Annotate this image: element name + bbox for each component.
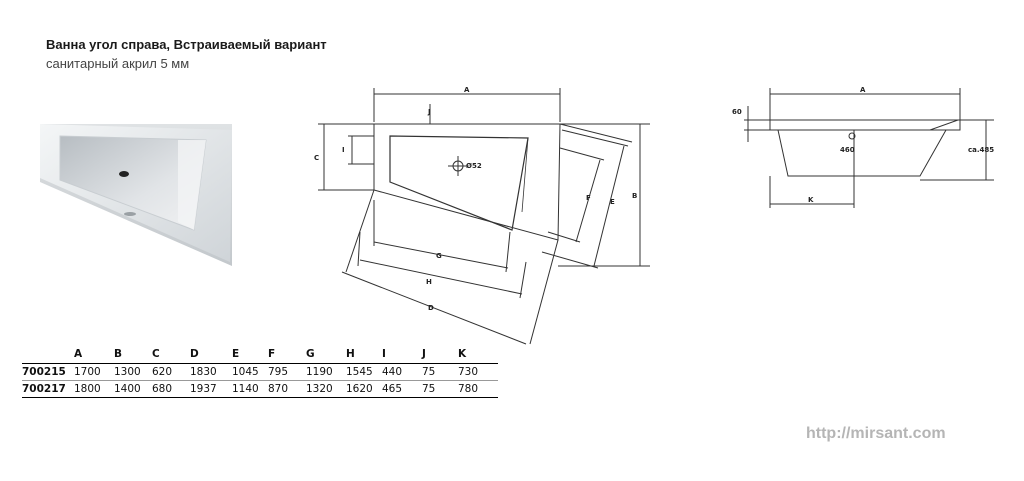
table-cell: 730 [458,366,479,378]
table-header: B [114,348,123,360]
table-cell: 75 [422,366,436,378]
dim-label-i: I [342,146,345,154]
table-cell: 780 [458,383,479,395]
table-header: H [346,348,355,360]
table-header: J [422,348,426,360]
table-cell: 1830 [190,366,217,378]
table-header: K [458,348,467,360]
table-header-row: A B C D E F G H I J K [22,345,498,364]
dim-label-e: E [610,198,615,206]
side-label-485: ca.485 [968,146,994,154]
table-cell: 1140 [232,383,259,395]
dim-label-c: C [314,154,319,162]
table-cell: 1300 [114,366,141,378]
page-subtitle: санитарный акрил 5 мм [46,56,190,71]
table-header: C [152,348,160,360]
side-label-a: A [860,86,866,94]
table-cell: 1700 [74,366,101,378]
bathtub-photo [40,124,232,266]
table-row: 700217 1800 1400 680 1937 1140 870 1320 … [22,381,498,398]
table-cell: 795 [268,366,289,378]
side-label-60: 60 [732,108,742,116]
dim-label-f: F [586,194,591,202]
table-header [22,345,74,364]
side-view-drawing: A K 60 460 ca.485 [732,86,994,208]
side-label-460: 460 [840,146,855,154]
table-cell: 1545 [346,366,373,378]
table-row: 700215 1700 1300 620 1830 1045 795 1190 … [22,364,498,381]
table-cell: 1800 [74,383,101,395]
dimensions-table: A B C D E F G H I J K 700215 1700 1300 6… [22,345,498,398]
table-header: G [306,348,315,360]
drain-label: Ø52 [466,162,482,170]
dim-label-h: H [426,278,432,286]
table-header: I [382,348,386,360]
dim-label-g: G [436,252,442,260]
table-cell: 680 [152,383,173,395]
table-cell: 620 [152,366,173,378]
table-cell: 1190 [306,366,333,378]
table-cell: 1400 [114,383,141,395]
dim-label-b: B [632,192,637,200]
dim-label-a: A [464,86,470,94]
table-cell: 1937 [190,383,217,395]
table-header: D [190,348,199,360]
table-cell: 75 [422,383,436,395]
table-cell: 700217 [22,383,66,395]
table-cell: 465 [382,383,403,395]
table-cell: 1045 [232,366,259,378]
watermark-url: http://mirsant.com [806,425,946,442]
dim-label-d: D [428,304,434,312]
page-title: Ванна угол справа, Встраиваемый вариант [46,37,327,52]
dim-label-j: J [427,108,431,116]
table-header: E [232,348,240,360]
table-cell: 700215 [22,366,66,378]
table-cell: 1320 [306,383,333,395]
plan-view-drawing: A J C I B E F G H D Ø52 [314,86,650,345]
table-header: F [268,348,276,360]
table-cell: 870 [268,383,289,395]
table-header: A [74,348,83,360]
side-label-k: K [808,196,814,204]
table-cell: 1620 [346,383,373,395]
table-cell: 440 [382,366,403,378]
